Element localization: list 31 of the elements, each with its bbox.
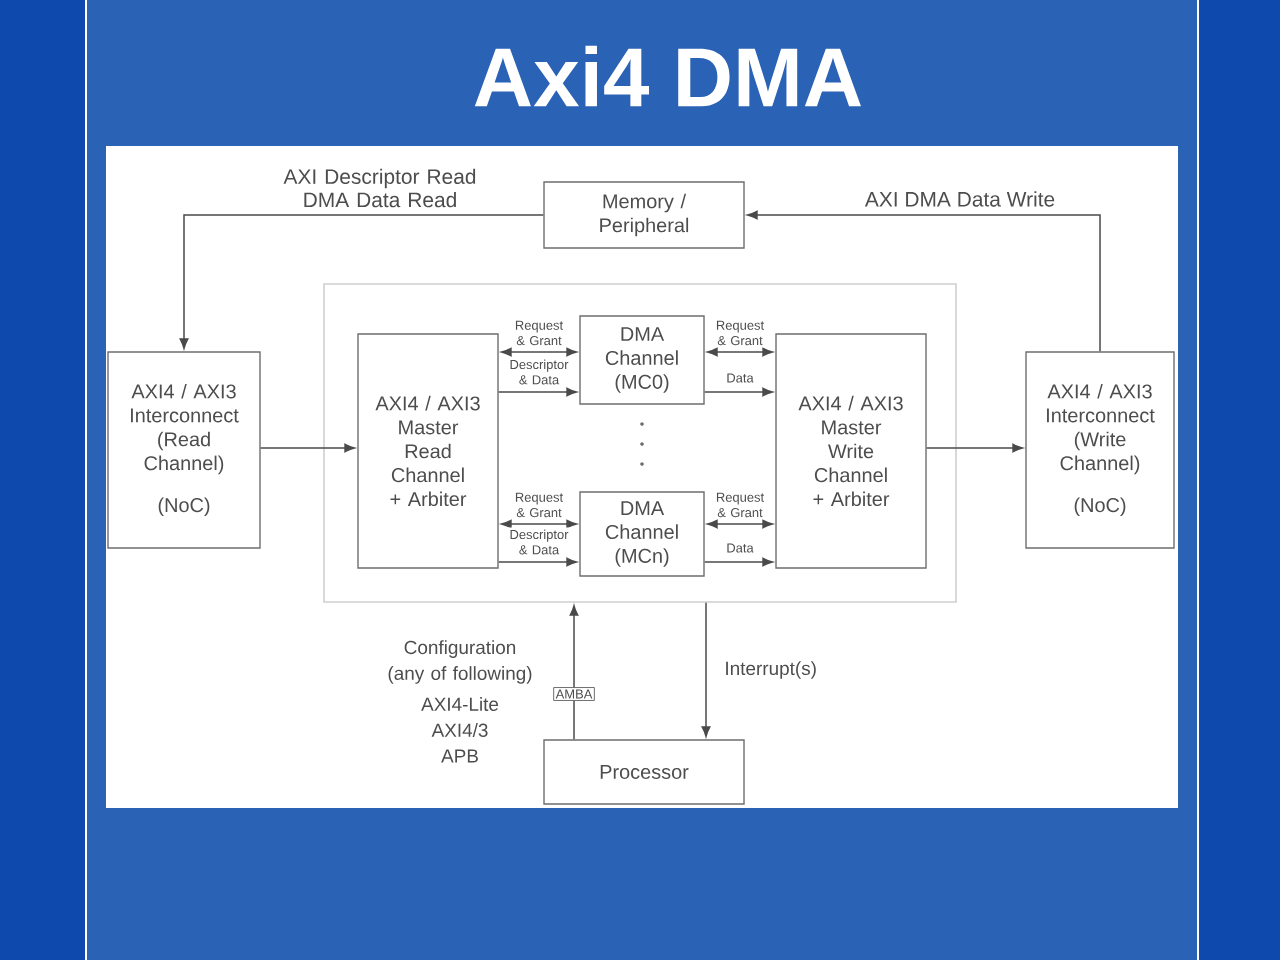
dma-channel-box: DMA Channel (MC0) xyxy=(579,315,705,405)
arrow xyxy=(259,443,356,453)
arrow xyxy=(497,387,578,397)
note-text: AXI4-Lite xyxy=(421,697,499,711)
processor-box: Processor xyxy=(543,739,745,805)
arrow xyxy=(703,557,774,567)
dma-channel-box: DMA Channel (MCn) xyxy=(579,491,705,577)
edge-label: AXI Descriptor Read DMA Data Read xyxy=(278,166,482,210)
double-arrow xyxy=(707,347,774,357)
interconnect-box: AXI4 / AXI3 Interconnect (Write Channel) (NoC) xyxy=(1025,351,1175,549)
arrow xyxy=(747,210,1101,353)
group-box xyxy=(323,283,957,603)
edge-label: Interrupt(s) xyxy=(722,659,819,681)
arrow xyxy=(925,443,1024,453)
note-text: APB xyxy=(441,749,478,763)
note-text: AXI4/3 xyxy=(431,723,488,737)
double-arrow xyxy=(501,519,578,529)
arrow xyxy=(179,214,545,349)
channel-box: AXI4 / AXI3 Master Write Channel + Arbiter xyxy=(775,333,927,569)
arrow xyxy=(701,602,711,738)
title: Axi4 DMA xyxy=(474,45,861,107)
arrow xyxy=(703,387,774,397)
interconnect-box: AXI4 / AXI3 Interconnect (Read Channel) (NoC) xyxy=(107,351,261,549)
channel-box: AXI4 / AXI3 Master Read Channel + Arbiter xyxy=(357,333,499,569)
edge-label: AXI DMA Data Write xyxy=(862,189,1058,209)
memory-box: Memory / Peripheral xyxy=(543,181,745,249)
double-arrow xyxy=(501,347,578,357)
note-text: Configuration (any of following) xyxy=(388,640,532,684)
arrow xyxy=(497,557,578,567)
arrow xyxy=(569,605,579,741)
double-arrow xyxy=(707,519,774,529)
